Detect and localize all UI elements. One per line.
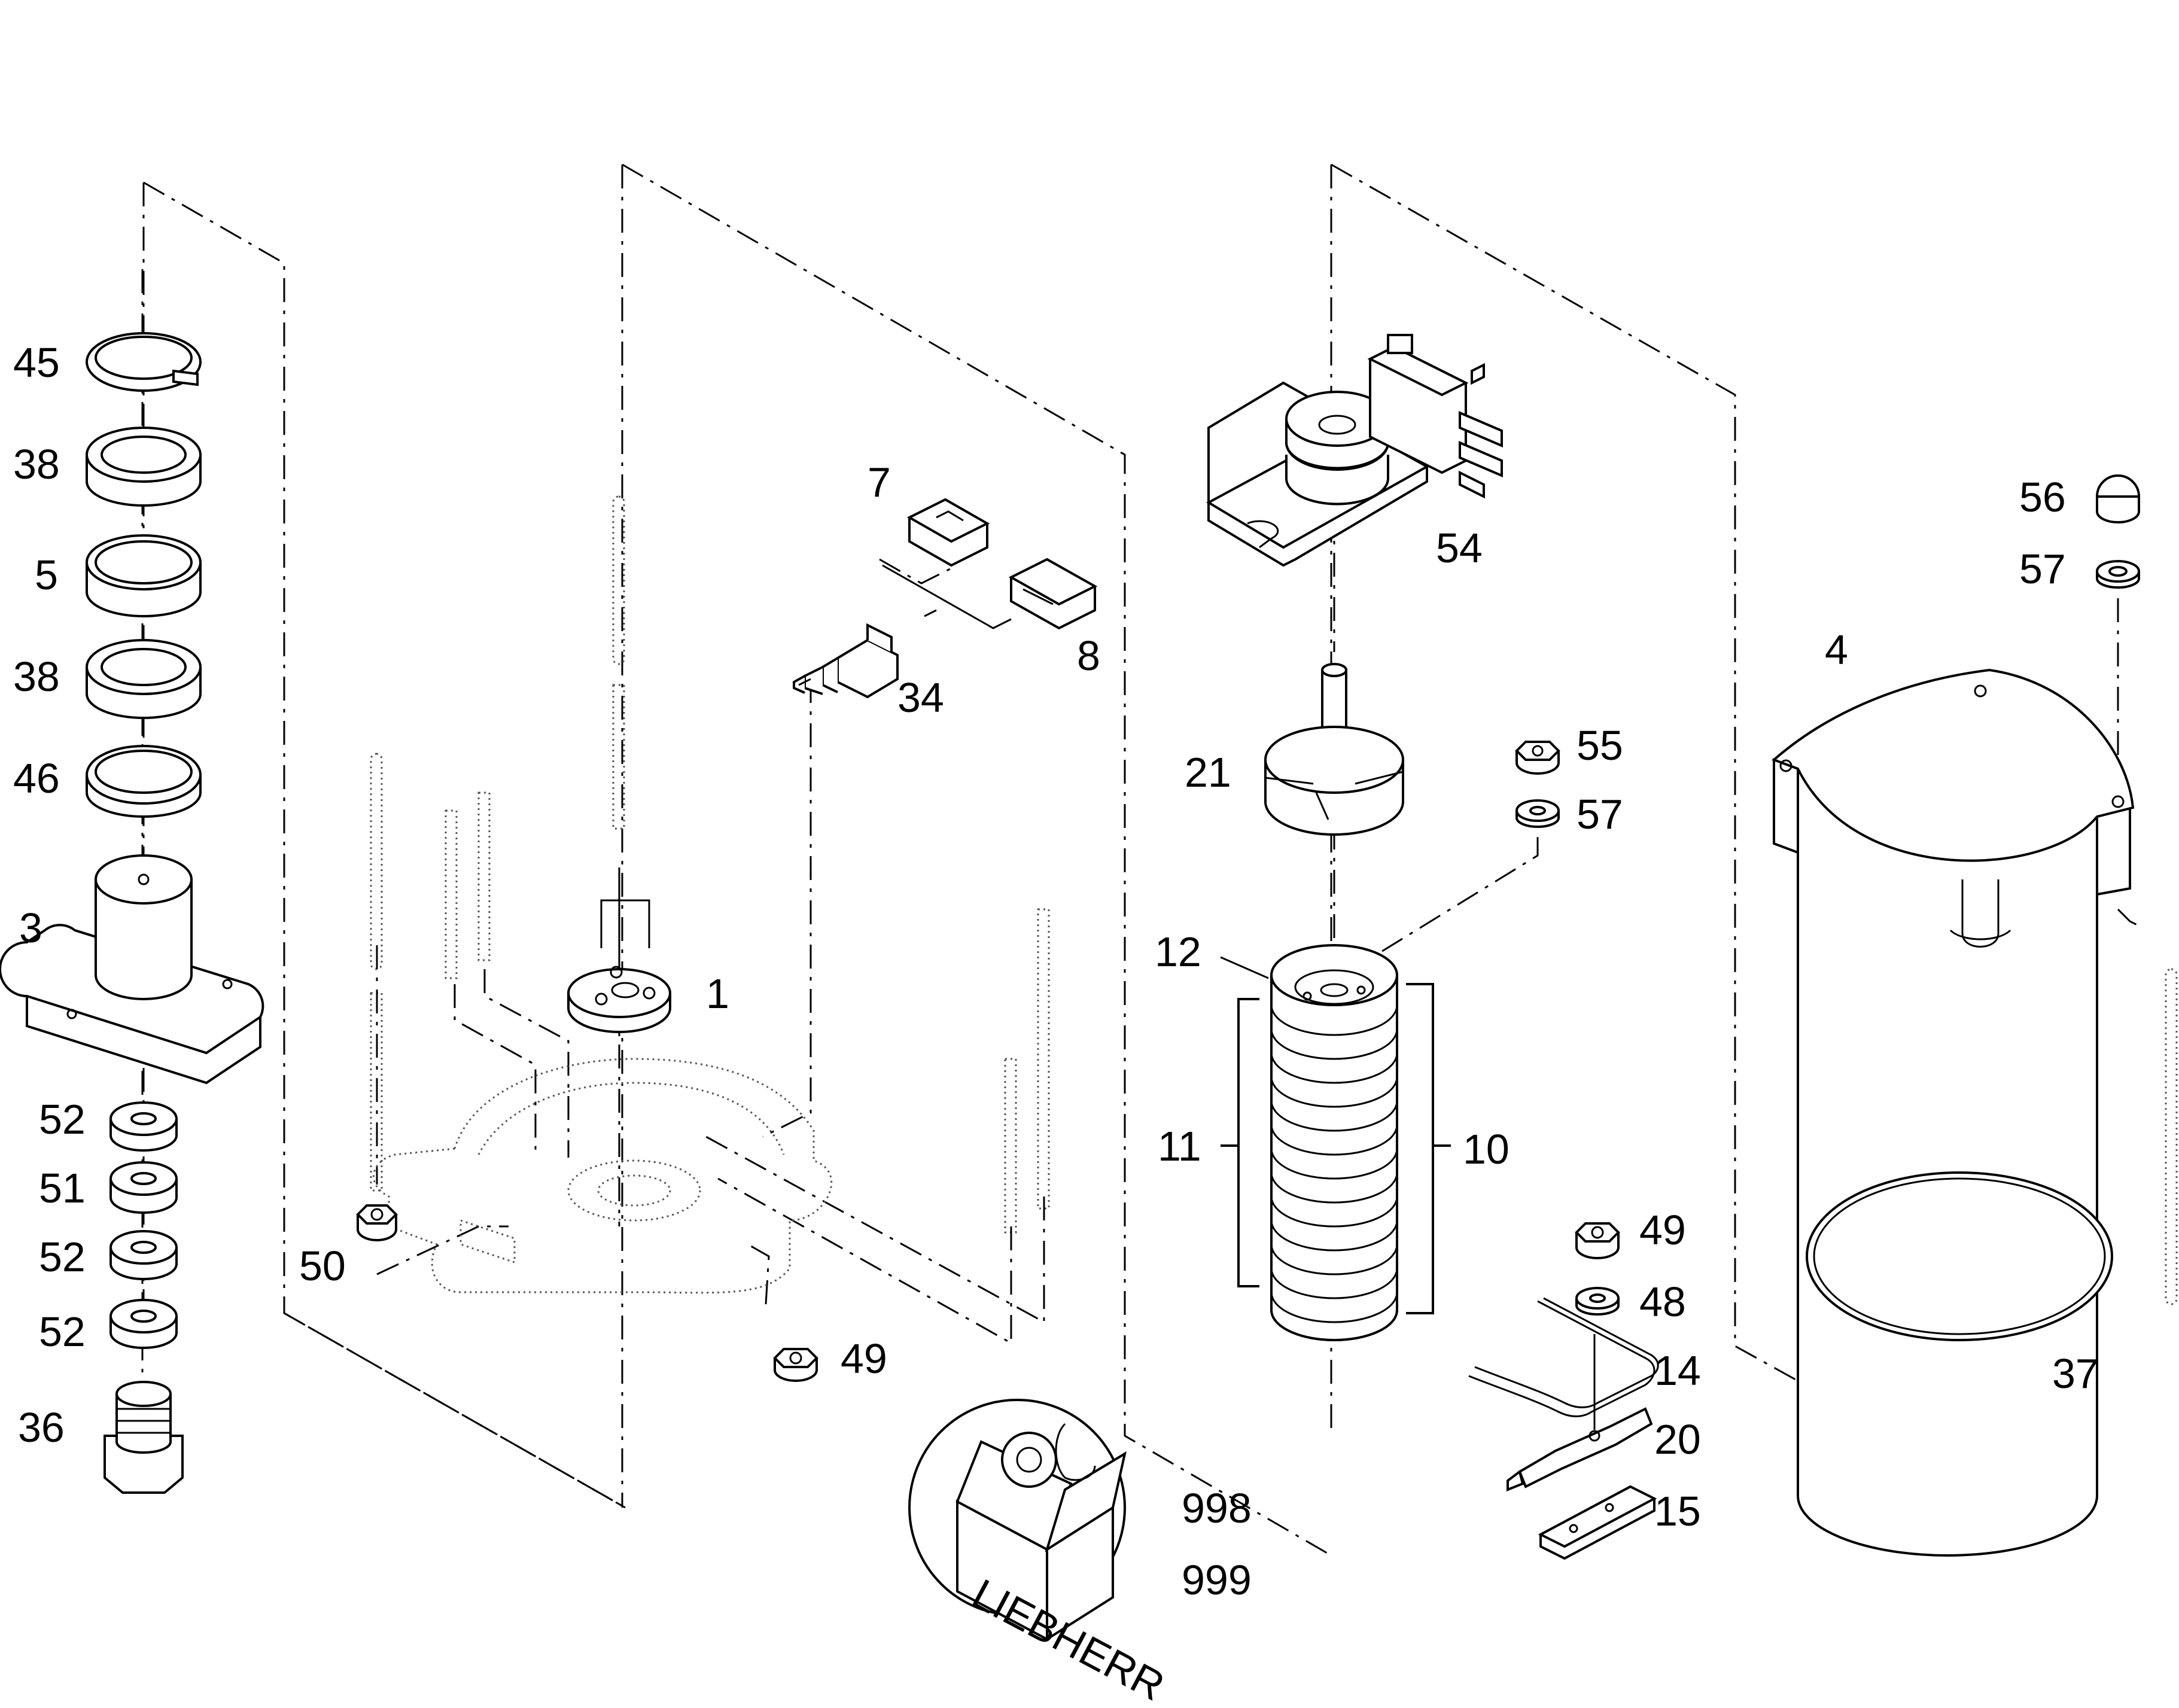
label-56: 56 [2019,474,2066,520]
label-11: 11 [1158,1123,1201,1170]
label-52-b: 52 [39,1234,86,1280]
bearing-38-top [86,427,202,507]
studs [370,495,1050,1345]
label-7: 7 [868,459,891,506]
label-12: 12 [1155,928,1201,975]
label-52-a: 52 [39,1096,86,1143]
connector-7 [879,498,990,584]
cover-disk-1 [567,885,671,1033]
label-50: 50 [299,1243,346,1289]
label-20: 20 [1654,1416,1701,1463]
nut-49-b [1575,1222,1620,1259]
acorn-nut-56 [2095,474,2141,523]
plug-36 [104,1381,184,1494]
label-5: 5 [35,552,58,598]
long-stud [2165,968,2178,1305]
switch-assembly-54 [1206,334,1503,567]
label-54: 54 [1436,525,1483,571]
disk-stack-brackets [1220,956,1451,1314]
snap-ring-46 [86,745,202,818]
label-57-b: 57 [2019,546,2066,592]
nut-50 [356,1204,398,1241]
label-15: 15 [1654,1488,1701,1535]
spring-14 [1468,1297,1659,1417]
o-ring-37 [1806,1171,2113,1341]
label-52-c: 52 [39,1308,86,1355]
snap-ring-45 [86,332,202,392]
label-45: 45 [13,339,60,386]
washer-52-a [109,1101,178,1152]
label-14: 14 [1654,1347,1701,1394]
label-21: 21 [1185,749,1231,796]
connector-8 [882,558,1098,630]
label-10: 10 [1463,1126,1510,1173]
label-8: 8 [1077,632,1100,679]
label-38-bottom: 38 [13,653,60,700]
label-37: 37 [2052,1350,2099,1397]
label-999: 999 [1182,1557,1252,1603]
bearing-38-bottom [86,639,202,719]
disk-stack-10 [1270,944,1398,1341]
clip-20 [1507,1334,1653,1491]
nut-55 [1515,741,1560,775]
washer-57-a [1515,799,1560,828]
label-49-a: 49 [841,1335,887,1382]
base-plate [373,1058,833,1294]
label-57-a: 57 [1577,791,1623,838]
label-55: 55 [1577,722,1623,769]
washer-52-b [109,1230,178,1280]
bushing-5 [86,534,202,617]
kit-box-998-999: LIEBHERR [908,1399,1172,1708]
label-46: 46 [13,755,60,802]
nut-49-a [773,1348,818,1382]
washer-57-b [2096,560,2140,589]
label-4: 4 [1825,626,1848,673]
housing-3 [0,854,264,1085]
washer-52-c [109,1299,178,1349]
label-49-b: 49 [1639,1207,1686,1253]
label-38-top: 38 [13,441,60,488]
cam-21 [1264,663,1404,836]
label-998: 998 [1182,1485,1252,1532]
label-36: 36 [18,1404,65,1451]
label-1: 1 [706,970,729,1017]
part-labels: 45 38 5 38 46 3 52 51 52 52 36 50 1 7 8 … [13,339,2099,1603]
label-48: 48 [1639,1278,1686,1325]
washer-48 [1575,1287,1620,1316]
label-34: 34 [897,674,944,721]
washer-51 [109,1161,178,1214]
label-51: 51 [39,1165,86,1211]
fitting-34 [793,623,899,699]
plate-15 [1538,1485,1657,1560]
cover-housing-4 [1772,668,2135,1557]
label-3: 3 [19,905,42,951]
